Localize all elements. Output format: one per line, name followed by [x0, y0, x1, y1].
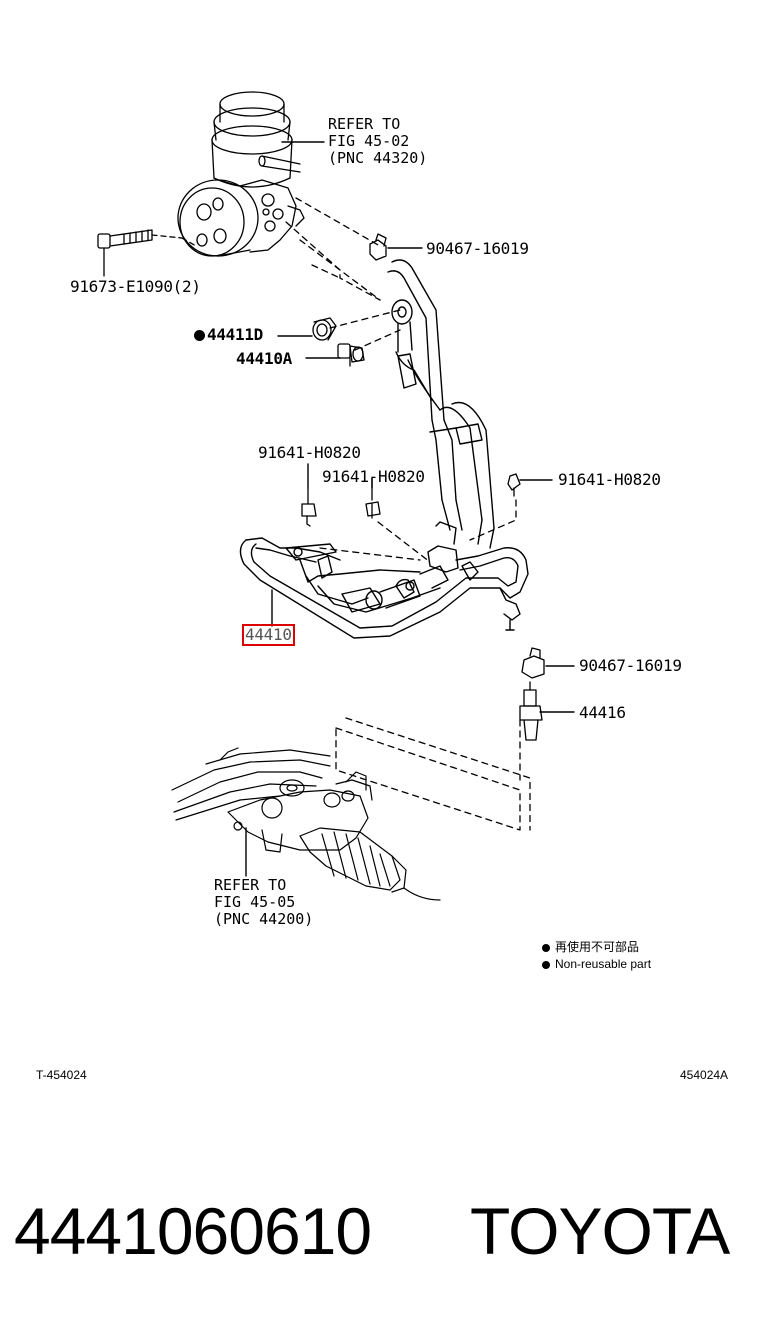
bullet-icon: [542, 943, 550, 952]
bolt-c-part-number[interactable]: 91641-H0820: [558, 470, 661, 489]
bolt-91673-drawing: [97, 229, 197, 277]
hose-assembly-44410-drawing: [239, 521, 529, 639]
non-reusable-bullet-icon: [194, 330, 205, 341]
footer-part-number: 4441060610: [14, 1194, 372, 1268]
clamp-and-hose-44416-drawing: [519, 647, 545, 741]
steering-gear-drawing: [171, 747, 441, 901]
power-steering-pump-drawing: [177, 91, 305, 257]
bullet-icon: [542, 960, 550, 969]
bolt-left-part-number[interactable]: 91673-E1090(2): [70, 277, 201, 296]
bolt-b-part-number[interactable]: 91641-H0820: [322, 467, 425, 486]
legend-english: Non-reusable part: [542, 957, 651, 971]
pressure-hose-upper-drawing: [387, 259, 495, 549]
gasket-union-bolt-drawing: [312, 317, 365, 367]
gasket-part-number[interactable]: 44411D: [194, 326, 263, 344]
leader-lines: [245, 141, 575, 877]
hose-lower-part-number[interactable]: 44416: [579, 703, 626, 722]
diagram-code-right: 454024A: [680, 1068, 729, 1082]
clamp-top-part-number[interactable]: 90467-16019: [426, 239, 529, 258]
footer-brand: TOYOTA: [470, 1194, 730, 1268]
reference-dashed-lines: [285, 197, 531, 831]
bolt-a-part-number[interactable]: 91641-H0820: [258, 443, 361, 462]
parts-diagram: [97, 91, 575, 901]
diagram-code-left: T-454024: [36, 1068, 87, 1082]
legend-chinese: 再使用不可部品: [542, 940, 639, 954]
union-bolt-part-number[interactable]: 44410A: [236, 349, 292, 368]
hose-assembly-part-number[interactable]: 44410: [242, 624, 295, 646]
clamp-top-drawing: [369, 233, 387, 261]
clamp-bottom-part-number[interactable]: 90467-16019: [579, 656, 682, 675]
